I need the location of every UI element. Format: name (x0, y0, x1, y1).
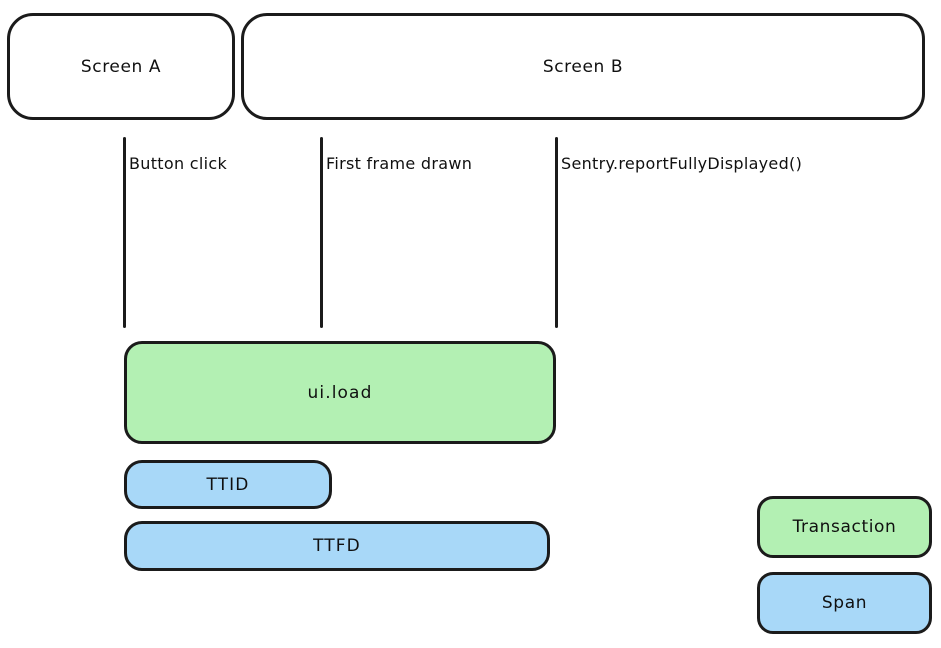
screen-box-b-label: Screen B (542, 56, 624, 77)
bar-ttid-label: TTID (206, 474, 250, 495)
marker-line-button-click (123, 137, 126, 328)
marker-label-button-click: Button click (129, 154, 228, 173)
bar-ui-load: ui.load (124, 341, 556, 444)
bar-ui-load-label: ui.load (307, 382, 373, 403)
legend-item-transaction: Transaction (757, 496, 932, 558)
legend-item-transaction-label: Transaction (792, 517, 897, 537)
bar-ttfd: TTFD (124, 521, 550, 571)
marker-line-report-fully-displayed (555, 137, 558, 328)
screen-box-a: Screen A (7, 13, 235, 120)
legend-item-span-label: Span (821, 593, 868, 613)
bar-ttid: TTID (124, 460, 332, 509)
bar-ttfd-label: TTFD (313, 536, 361, 556)
marker-label-report-fully-displayed: Sentry.reportFullyDisplayed() (561, 154, 803, 173)
screen-box-b: Screen B (241, 13, 925, 120)
marker-line-first-frame-drawn (320, 137, 323, 328)
screen-box-a-label: Screen A (80, 56, 162, 77)
marker-label-first-frame-drawn: First frame drawn (326, 154, 473, 173)
legend-item-span: Span (757, 572, 932, 634)
